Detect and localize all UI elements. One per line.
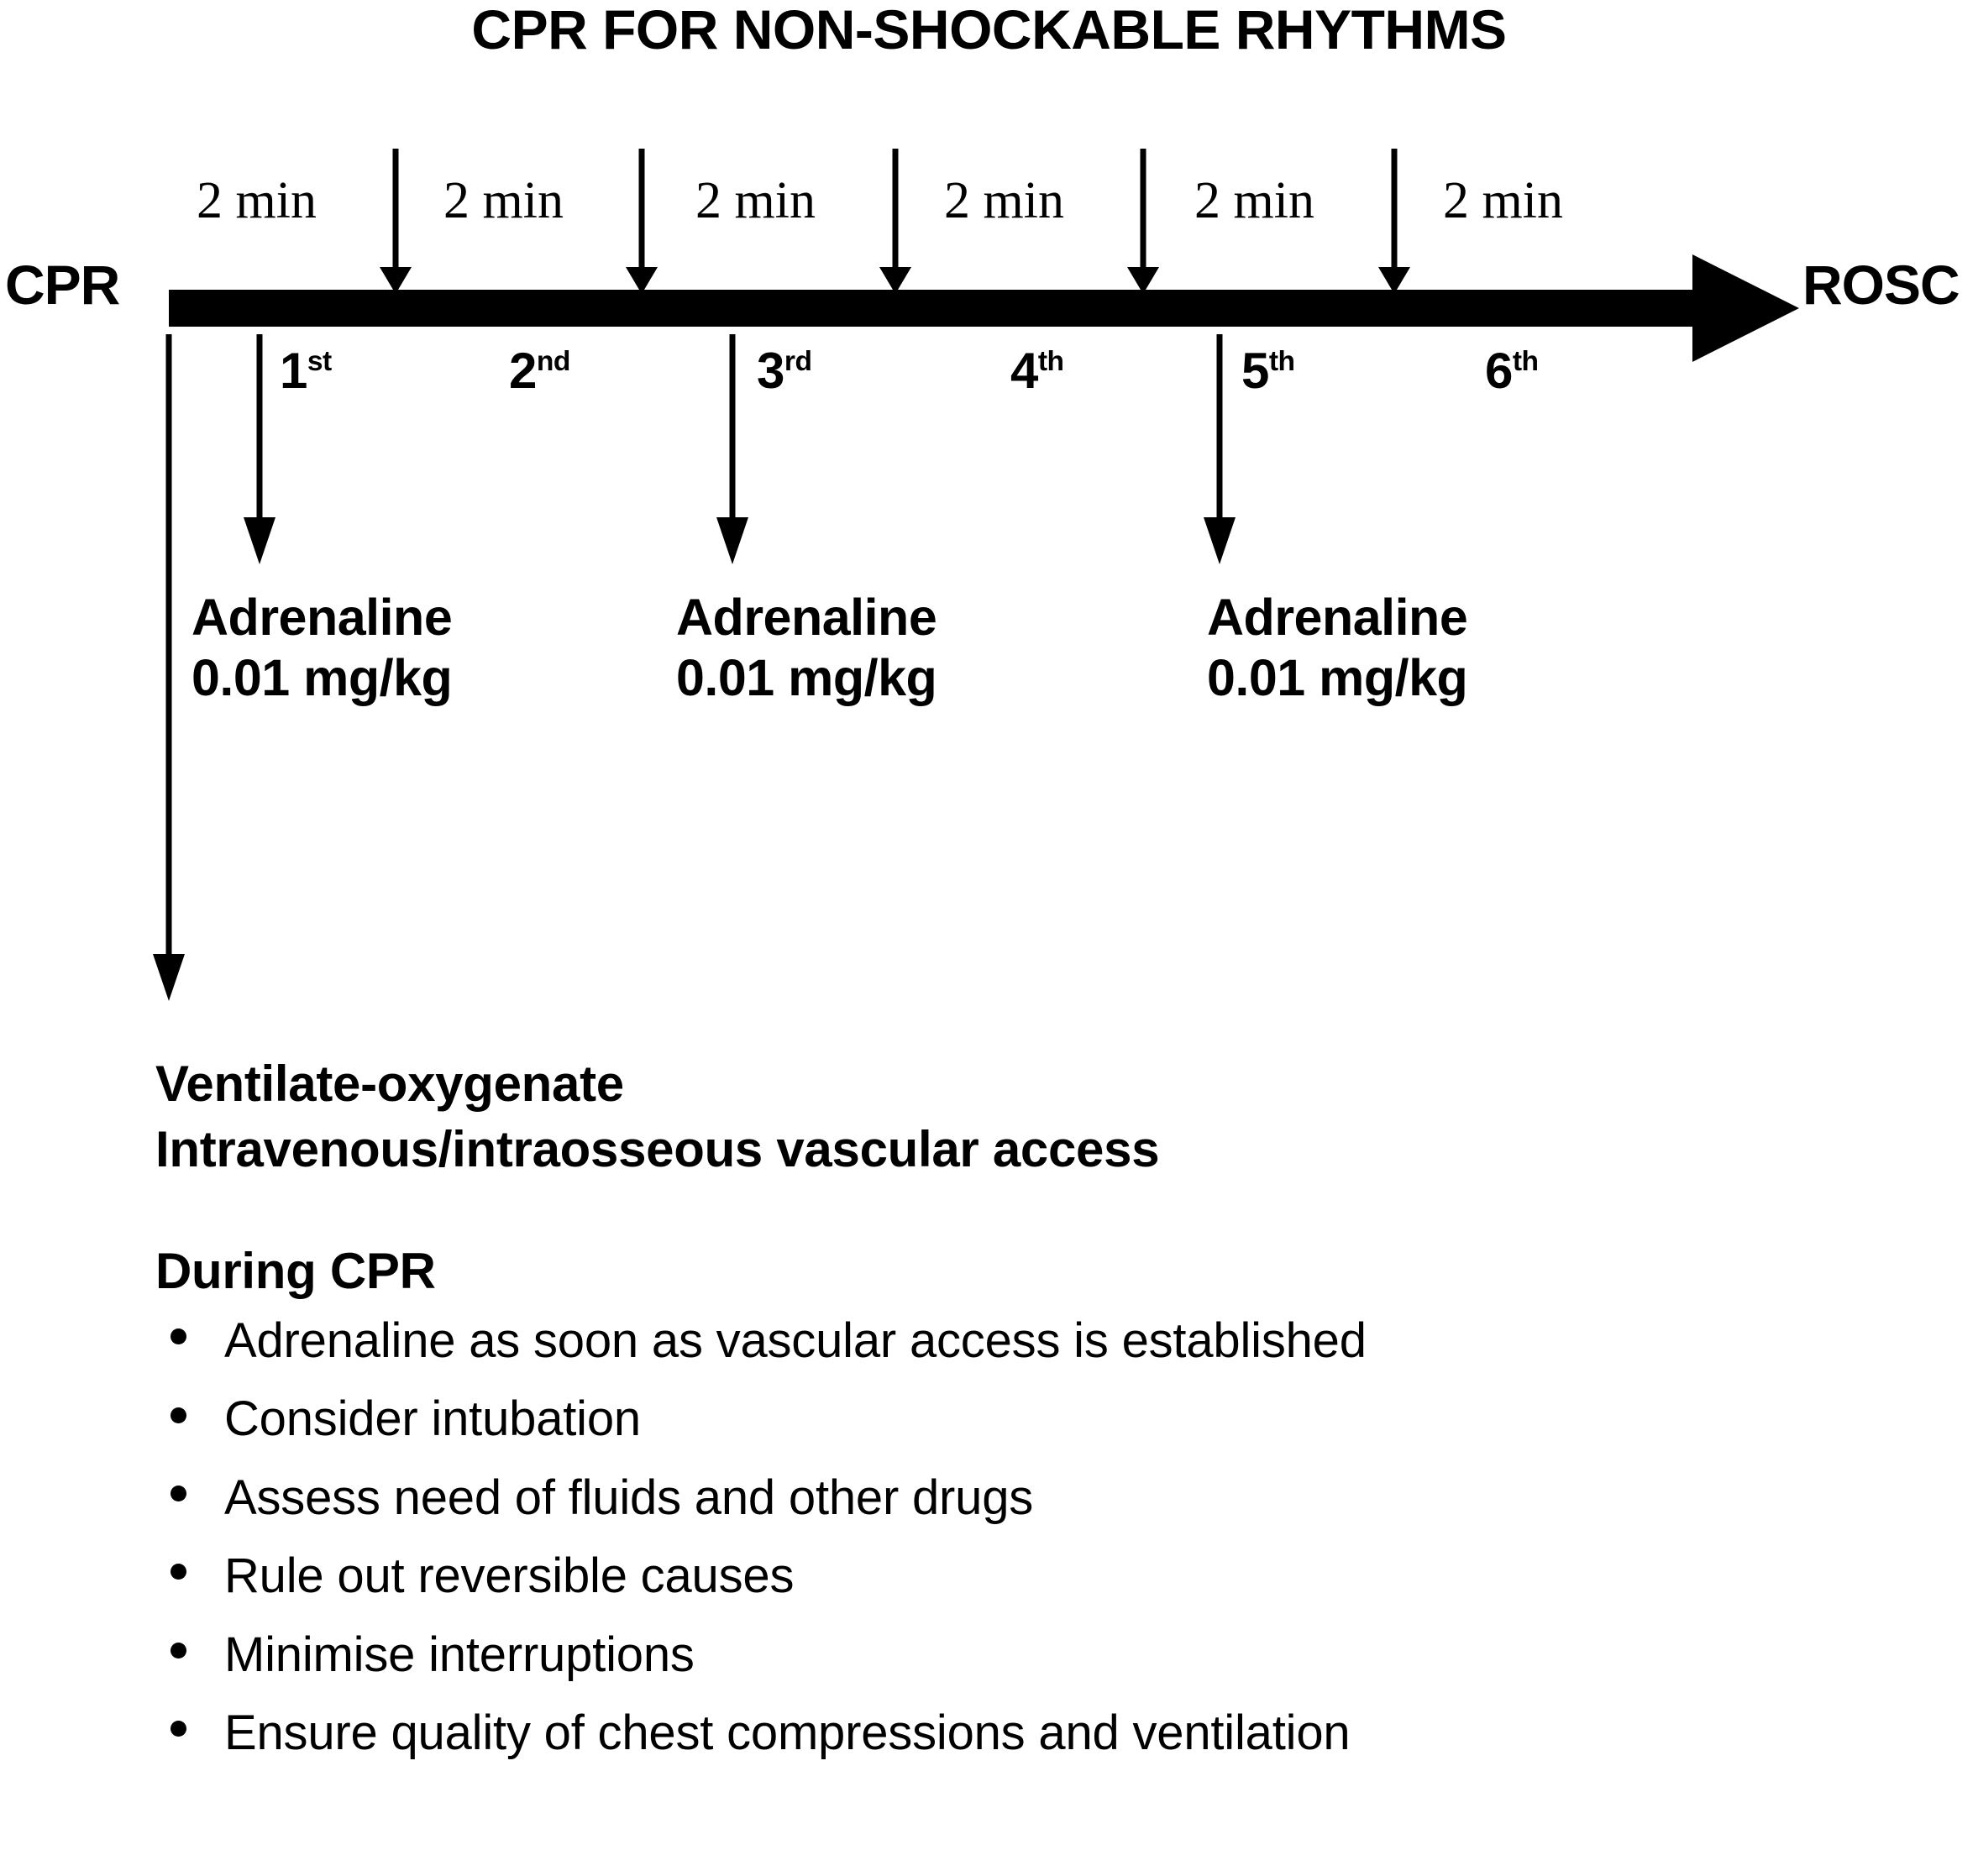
cycle-tick-arrow-5 (1378, 149, 1410, 294)
adrenaline-arrow-3 (1204, 334, 1236, 564)
page-title: CPR FOR NON-SHOCKABLE RHYTHMS (471, 0, 1507, 60)
cycle-ordinal-3: 3 (757, 343, 784, 399)
interval-label-4: 2 min (944, 172, 1064, 229)
adrenaline-dose-value-2: 0.01 mg/kg (676, 648, 937, 706)
cycle-ordinal-6: 6 (1485, 343, 1513, 399)
adrenaline-drug-name-1: Adrenaline (192, 589, 453, 646)
bullet-icon (171, 1721, 186, 1737)
cycle-suffix-2: nd (536, 346, 571, 377)
cycle-tick-arrow-4 (1127, 149, 1159, 294)
list-item: Minimise interruptions (155, 1623, 1936, 1686)
bullet-icon (171, 1328, 186, 1345)
bullet-icon (171, 1485, 186, 1501)
ventilate-access-arrow (153, 334, 185, 1001)
list-item: Assess need of fluids and other drugs (155, 1466, 1936, 1529)
interval-label-6: 2 min (1443, 172, 1563, 229)
bullet-icon (171, 1642, 186, 1659)
adrenaline-arrow-1 (244, 334, 275, 564)
list-item-label: Consider intubation (224, 1391, 641, 1447)
interval-label-2: 2 min (443, 172, 564, 229)
adrenaline-dose-block-2: Adrenaline 0.01 mg/kg (676, 588, 937, 709)
list-item: Consider intubation (155, 1387, 1936, 1450)
adrenaline-dose-value-3: 0.01 mg/kg (1207, 648, 1468, 706)
cpr-timeline-graphic (153, 149, 1799, 1001)
vascular-access-line: Intravenous/intraosseous vascular access (155, 1121, 1160, 1177)
bullet-icon (171, 1564, 186, 1580)
cycle-suffix-1: st (307, 346, 332, 377)
cycle-tick-arrow-2 (626, 149, 658, 294)
during-cpr-section: Ventilate-oxygenate Intravenous/intraoss… (155, 1051, 1936, 1779)
cycle-label-6: 6th (1485, 346, 1539, 396)
cycle-ordinal-5: 5 (1241, 343, 1269, 399)
cycle-label-5: 5th (1241, 346, 1295, 396)
ventilate-oxygenate-line: Ventilate-oxygenate (155, 1056, 624, 1112)
during-cpr-heading: During CPR (155, 1243, 436, 1299)
cycle-ordinal-2: 2 (509, 343, 537, 399)
list-item: Rule out reversible causes (155, 1544, 1936, 1607)
list-item: Adrenaline as soon as vascular access is… (155, 1309, 1936, 1372)
cycle-label-4: 4th (1010, 346, 1064, 396)
adrenaline-dose-value-1: 0.01 mg/kg (192, 648, 453, 706)
adrenaline-drug-name-2: Adrenaline (676, 589, 937, 646)
cycle-suffix-5: th (1268, 346, 1295, 377)
cycle-tick-arrow-3 (879, 149, 911, 294)
list-item-label: Assess need of fluids and other drugs (224, 1470, 1034, 1525)
timeline-end-label: ROSC (1802, 254, 1960, 316)
adrenaline-dose-block-3: Adrenaline 0.01 mg/kg (1207, 588, 1468, 709)
adrenaline-drug-name-3: Adrenaline (1207, 589, 1468, 646)
adrenaline-dose-block-1: Adrenaline 0.01 mg/kg (192, 588, 453, 709)
adrenaline-arrow-2 (716, 334, 748, 564)
interval-label-3: 2 min (695, 172, 816, 229)
cycle-label-2: 2nd (509, 346, 570, 396)
cycle-tick-arrow-1 (380, 149, 412, 294)
timeline-main-arrow (169, 254, 1799, 362)
list-item-label: Adrenaline as soon as vascular access is… (224, 1313, 1367, 1368)
during-cpr-list: Adrenaline as soon as vascular access is… (155, 1309, 1936, 1764)
list-item: Ensure quality of chest compressions and… (155, 1701, 1936, 1764)
list-item-label: Rule out reversible causes (224, 1548, 795, 1604)
cycle-label-1: 1st (280, 346, 332, 396)
timeline-start-label: CPR (5, 254, 120, 316)
list-item-label: Ensure quality of chest compressions and… (224, 1705, 1351, 1760)
cycle-label-3: 3rd (757, 343, 812, 399)
cycle-suffix-4: th (1037, 346, 1064, 377)
bullet-icon (171, 1407, 186, 1423)
list-item-label: Minimise interruptions (224, 1627, 695, 1682)
cycle-ordinal-1: 1 (280, 343, 307, 399)
cycle-suffix-3: rd (784, 346, 812, 377)
interval-label-5: 2 min (1194, 172, 1314, 229)
interval-label-1: 2 min (197, 172, 317, 229)
cycle-suffix-6: th (1512, 346, 1539, 377)
cycle-ordinal-4: 4 (1010, 343, 1038, 399)
